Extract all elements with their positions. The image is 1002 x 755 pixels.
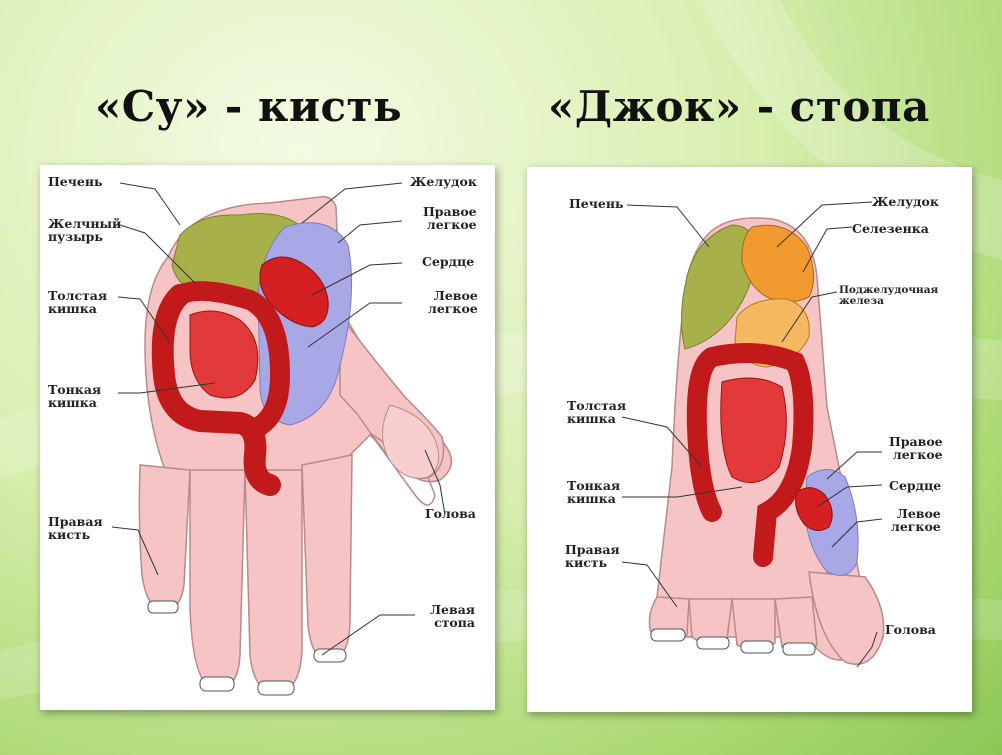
foot-label-colon: Толстая кишка (567, 399, 626, 425)
foot-diagram-panel: Печень Желудок Селезенка Поджелудочная ж… (527, 167, 972, 712)
hand-label-gallbladder: Желчный пузырь (48, 217, 121, 243)
hand-label-liver: Печень (48, 175, 103, 188)
hand-diagram (40, 165, 495, 710)
foot-label-pancreas: Поджелудочная железа (839, 285, 938, 307)
foot-label-stomach: Желудок (872, 195, 939, 208)
hand-diagram-panel: Печень Желчный пузырь Толстая кишка Тонк… (40, 165, 495, 710)
foot-label-head: Голова (885, 623, 936, 636)
hand-label-head: Голова (425, 507, 476, 520)
foot-label-left-lung: Левое легкое (891, 507, 941, 533)
hand-label-left-foot: Левая стопа (430, 603, 475, 629)
foot-label-small-intestine: Тонкая кишка (567, 479, 620, 505)
hand-label-right-lung: Правое легкое (423, 205, 477, 231)
hand-label-left-lung: Левое легкое (428, 289, 478, 315)
foot-label-spleen: Селезенка (852, 222, 929, 235)
hand-label-right-hand: Правая кисть (48, 515, 103, 541)
hand-label-stomach: Желудок (410, 175, 477, 188)
title-hand: «Су» - кисть (95, 82, 402, 131)
title-foot: «Джок» - стопа (548, 82, 930, 131)
foot-label-heart: Сердце (889, 479, 941, 492)
hand-label-heart: Сердце (422, 255, 474, 268)
foot-label-right-hand: Правая кисть (565, 543, 620, 569)
foot-label-liver: Печень (569, 197, 624, 210)
hand-label-small-intestine: Тонкая кишка (48, 383, 101, 409)
thumb-head-zone (383, 405, 439, 478)
foot-label-right-lung: Правое легкое (889, 435, 943, 461)
hand-label-colon: Толстая кишка (48, 289, 107, 315)
